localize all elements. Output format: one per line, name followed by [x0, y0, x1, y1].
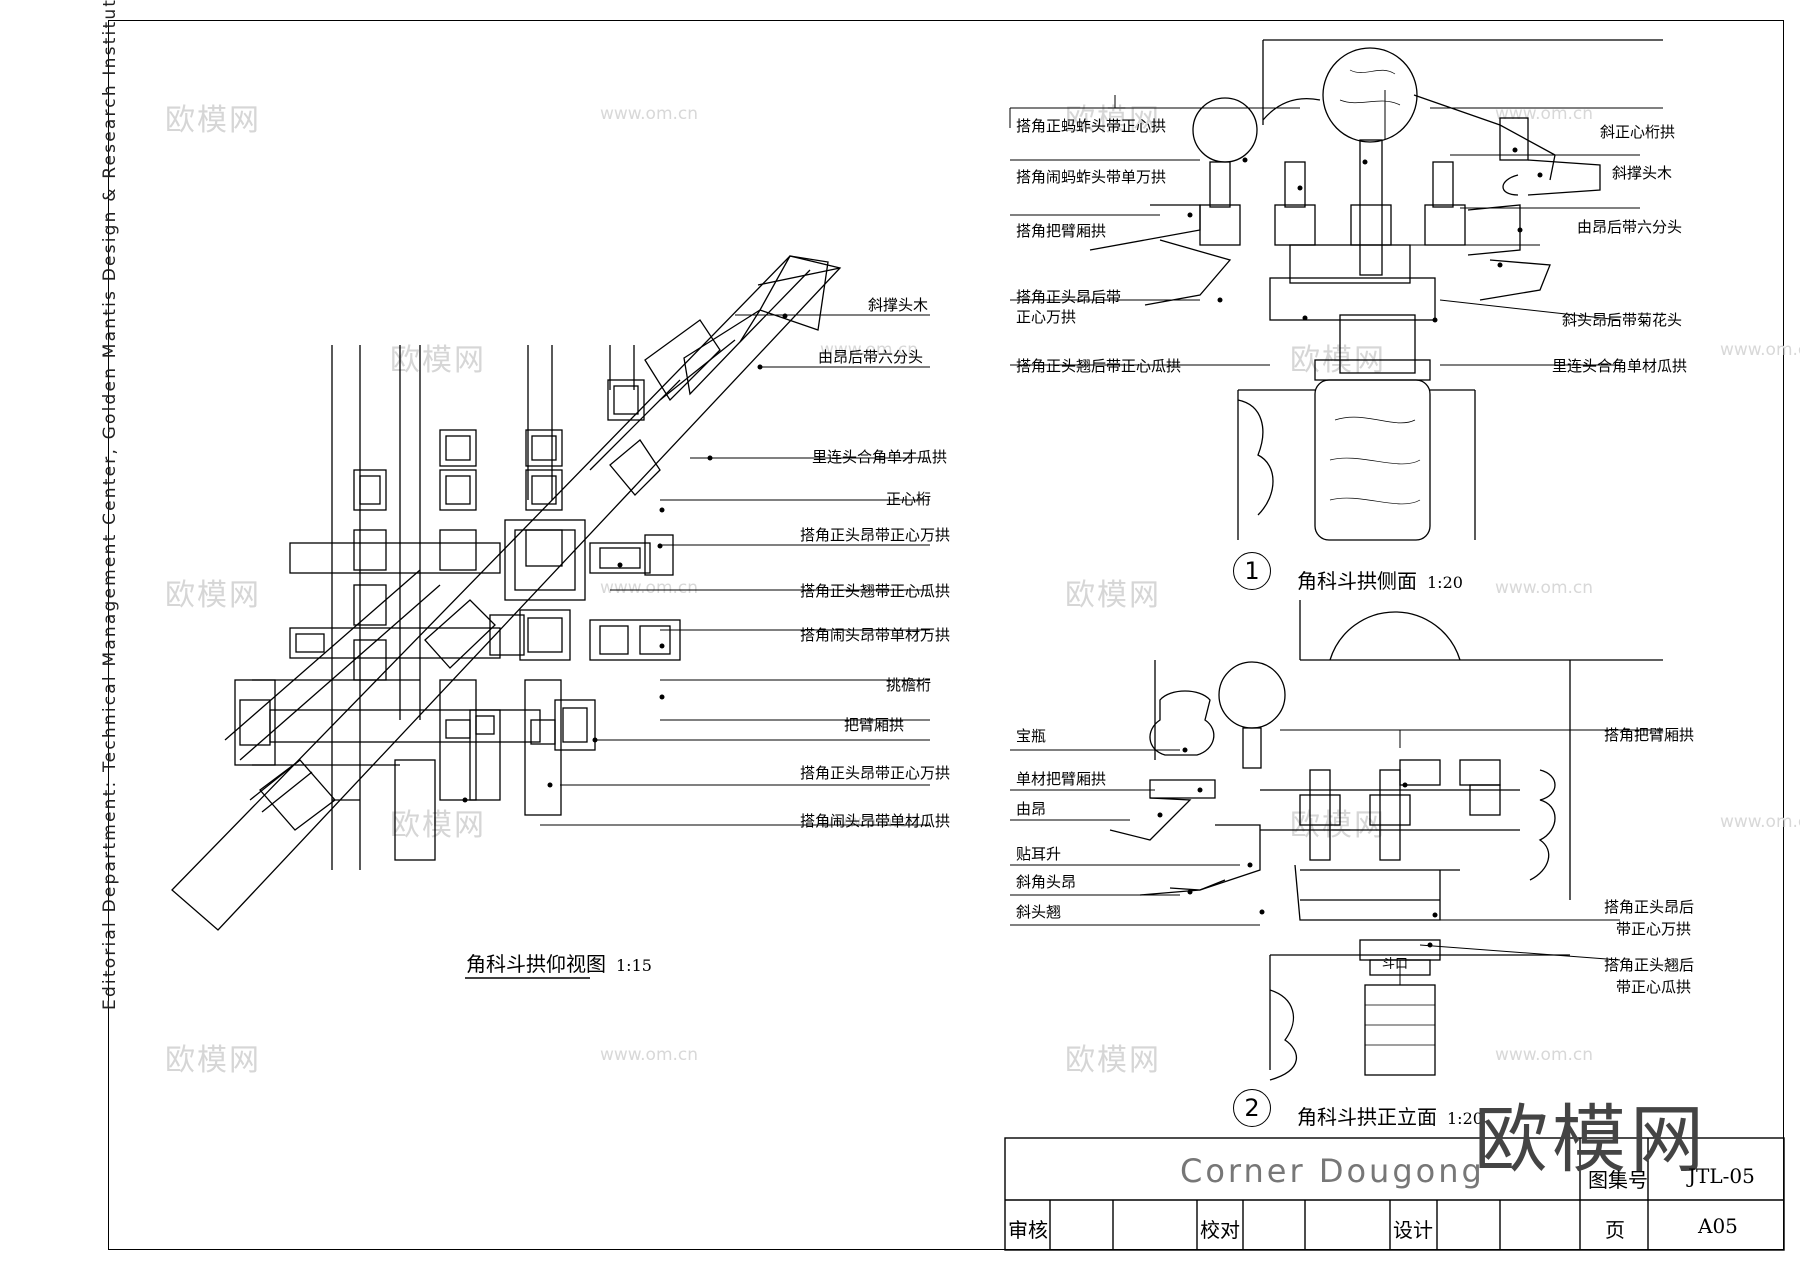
watermark-url: www.om.cn [820, 812, 919, 832]
plan-label: 挑檐桁 [886, 676, 932, 694]
side-label-left: 正心万拱 [1016, 308, 1077, 326]
side-label-left: 搭角把臂厢拱 [1016, 222, 1107, 240]
watermark-logo: 欧模网 [165, 1043, 261, 1078]
watermark-logo: 欧模网 [1065, 578, 1161, 613]
plan-label: 搭角正头昂带正心万拱 [800, 526, 951, 544]
plan-label: 搭角正头翘带正心瓜拱 [800, 582, 951, 600]
plan-label: 搭角正头昂带正心万拱 [800, 764, 951, 782]
check-label: 校对 [1200, 1218, 1240, 1242]
plan-label: 搭角闹头昂带单材瓜拱 [800, 812, 951, 830]
watermark-logo: 欧模网 [1065, 103, 1161, 138]
front-view-title: 角科斗拱正立面 1:20 [1297, 1101, 1483, 1130]
plan-scale: 1:15 [616, 956, 652, 975]
watermark-logo: 欧模网 [390, 808, 486, 843]
side-label-right: 斜正心桁拱 [1600, 123, 1676, 141]
watermark-logo: 欧模网 [1065, 1043, 1161, 1078]
plan-view-title: 角科斗拱仰视图 1:15 [466, 948, 652, 977]
view-number-1: 1 [1233, 552, 1271, 590]
dou-kou-label: 斗口 [1382, 957, 1409, 972]
side-label-right: 由昂后带六分头 [1577, 218, 1683, 236]
plan-label: 由昂后带六分头 [818, 348, 924, 366]
front-label-right: 搭角正头翘后 [1604, 956, 1695, 974]
plan-label: 里连头合角单才瓜拱 [812, 448, 948, 466]
side-label-left: 搭角正蚂蚱头带正心拱 [1016, 117, 1167, 135]
atlas-value: JTL-05 [1688, 1164, 1755, 1188]
design-label: 设计 [1393, 1218, 1433, 1242]
front-title-text: 角科斗拱正立面 [1297, 1105, 1437, 1129]
title-block [1004, 1137, 1785, 1251]
plan-label: 把臂厢拱 [844, 716, 905, 734]
watermark-logo: 欧模网 [165, 103, 261, 138]
side-title-text: 角科斗拱侧面 [1297, 569, 1417, 593]
page-label: 页 [1605, 1218, 1625, 1242]
side-label-left: 搭角正头翘后带正心瓜拱 [1016, 357, 1182, 375]
side-view-drawing [1089, 39, 1663, 541]
watermark-url: www.om.cn [820, 340, 919, 360]
watermark-url: www.om.cn [1495, 578, 1594, 598]
plan-title-text: 角科斗拱仰视图 [466, 952, 606, 976]
front-label-right: 带正心万拱 [1616, 920, 1692, 938]
side-label-right: 里连头合角单材瓜拱 [1552, 357, 1688, 375]
front-label-left: 贴耳升 [1016, 845, 1062, 863]
drawing-frame [108, 20, 1784, 1250]
plan-label: 搭角闹头昂带单材万拱 [800, 626, 951, 644]
side-scale: 1:20 [1427, 573, 1463, 592]
watermark-url: www.om.cn [1495, 104, 1594, 124]
watermark-url: www.om.cn [600, 1045, 699, 1065]
front-label-right: 搭角正头昂后 [1604, 898, 1695, 916]
side-view-title: 角科斗拱侧面 1:20 [1297, 565, 1463, 594]
front-label-left: 由昂 [1016, 800, 1047, 818]
front-scale: 1:20 [1447, 1109, 1483, 1128]
brand-logo-watermark: 欧模网 [1474, 1097, 1708, 1183]
watermark-url: www.om.cn [1495, 1045, 1594, 1065]
watermark-url: www.om.cn [1720, 340, 1800, 360]
front-view-drawing [1109, 600, 1663, 1081]
front-label-left: 斜角头昂 [1016, 873, 1077, 891]
drawing-title: Corner Dougong [1180, 1152, 1485, 1190]
plan-view-drawing [171, 255, 842, 931]
watermark-logo: 欧模网 [390, 343, 486, 378]
view-number-2: 2 [1233, 1089, 1271, 1127]
review-label: 审核 [1008, 1218, 1048, 1242]
watermark-url: www.om.cn [1720, 812, 1800, 832]
side-label-right: 斜撑头木 [1612, 164, 1673, 182]
front-label-left: 单材把臂厢拱 [1016, 770, 1107, 788]
front-label-right: 搭角把臂厢拱 [1604, 726, 1695, 744]
side-label-left: 搭角闹蚂蚱头带单万拱 [1016, 168, 1167, 186]
front-label-right: 带正心瓜拱 [1616, 978, 1692, 996]
page-value: A05 [1698, 1214, 1738, 1238]
watermark-url: www.om.cn [600, 104, 699, 124]
plan-label: 斜撑头木 [868, 296, 929, 314]
atlas-label: 图集号 [1588, 1168, 1648, 1192]
plan-label: 正心桁 [886, 490, 932, 508]
side-label-left: 搭角正头昂后带 [1016, 288, 1122, 306]
watermark-url: www.om.cn [600, 578, 699, 598]
side-label-right: 斜头昂后带菊花头 [1562, 311, 1683, 329]
front-label-left: 宝瓶 [1016, 727, 1047, 745]
front-label-left: 斜头翘 [1016, 903, 1062, 921]
watermark-logo: 欧模网 [165, 578, 261, 613]
